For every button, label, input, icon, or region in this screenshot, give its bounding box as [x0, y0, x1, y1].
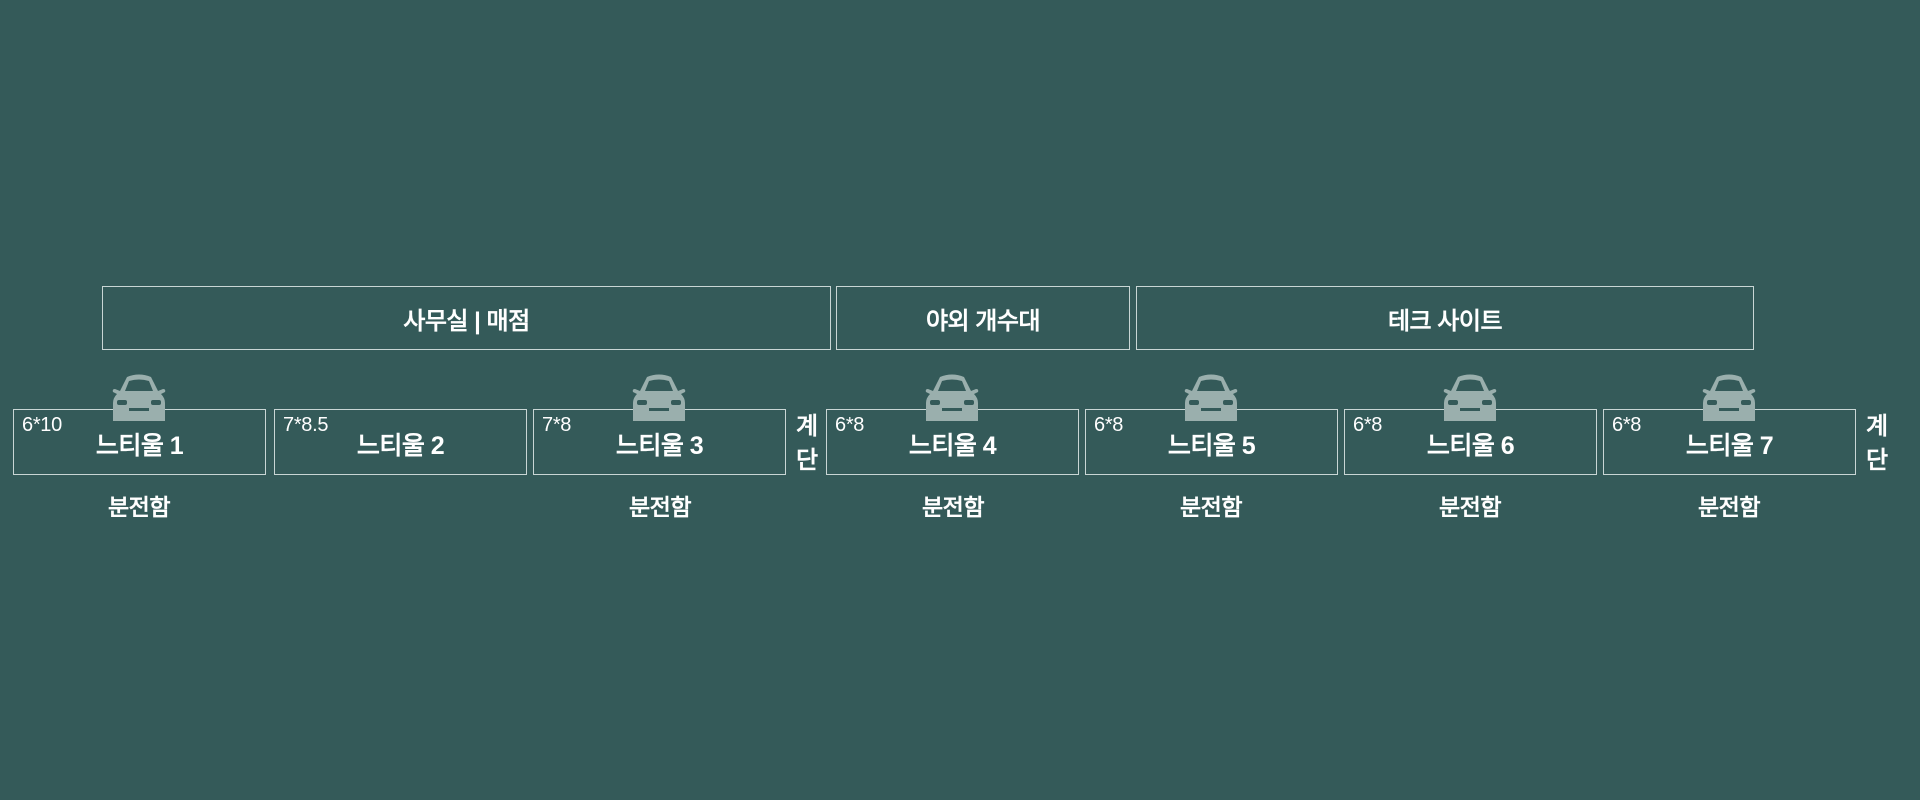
stairs-char: 계 — [1865, 413, 1889, 440]
site-size: 7*8.5 — [283, 414, 329, 436]
site-name: 느티울 2 — [356, 432, 445, 460]
car-icon — [1702, 374, 1756, 421]
site-unit-7[interactable]: 6*8 느티울 7 — [1603, 409, 1856, 475]
site-unit-6[interactable]: 6*8 느티울 6 — [1344, 409, 1597, 475]
site-name: 느티울 5 — [1167, 432, 1256, 460]
zone-deck-site-label: 테크 사이트 — [1387, 307, 1503, 335]
site-unit-2[interactable]: 7*8.5 느티울 2 — [274, 409, 527, 475]
site-size: 6*8 — [1094, 414, 1124, 436]
zone-outdoor-sink: 야외 개수대 — [836, 286, 1130, 350]
distribution-panel-label: 분전함 — [1698, 494, 1760, 520]
distribution-panel-label: 분전함 — [1439, 494, 1501, 520]
site-unit-5[interactable]: 6*8 느티울 5 — [1085, 409, 1338, 475]
site-unit-3[interactable]: 7*8 느티울 3 — [533, 409, 786, 475]
stairs-char: 단 — [795, 447, 819, 474]
car-icon — [112, 374, 166, 421]
stairs-char: 계 — [795, 413, 819, 440]
site-size: 6*10 — [22, 414, 62, 436]
stairs-label: 계 단 — [792, 410, 822, 478]
stairs-char: 단 — [1865, 447, 1889, 474]
zone-outdoor-sink-label: 야외 개수대 — [925, 307, 1041, 335]
zone-office-store: 사무실 | 매점 — [102, 286, 831, 350]
distribution-panel-label: 분전함 — [108, 494, 170, 520]
distribution-panel-label: 분전함 — [629, 494, 691, 520]
site-name: 느티울 4 — [908, 432, 997, 460]
car-icon — [1184, 374, 1238, 421]
site-name: 느티울 6 — [1426, 432, 1515, 460]
site-size: 6*8 — [835, 414, 865, 436]
car-icon — [632, 374, 686, 421]
zone-office-store-label: 사무실 | 매점 — [403, 307, 530, 335]
site-size: 6*8 — [1353, 414, 1383, 436]
site-size: 7*8 — [542, 414, 572, 436]
site-unit-1[interactable]: 6*10 느티울 1 — [13, 409, 266, 475]
distribution-panel-label: 분전함 — [1180, 494, 1242, 520]
zone-deck-site: 테크 사이트 — [1136, 286, 1754, 350]
site-name: 느티울 1 — [95, 432, 184, 460]
car-icon — [925, 374, 979, 421]
site-name: 느티울 3 — [615, 432, 704, 460]
stairs-label: 계 단 — [1862, 410, 1892, 478]
car-icon — [1443, 374, 1497, 421]
site-name: 느티울 7 — [1685, 432, 1774, 460]
distribution-panel-label: 분전함 — [922, 494, 984, 520]
site-size: 6*8 — [1612, 414, 1642, 436]
